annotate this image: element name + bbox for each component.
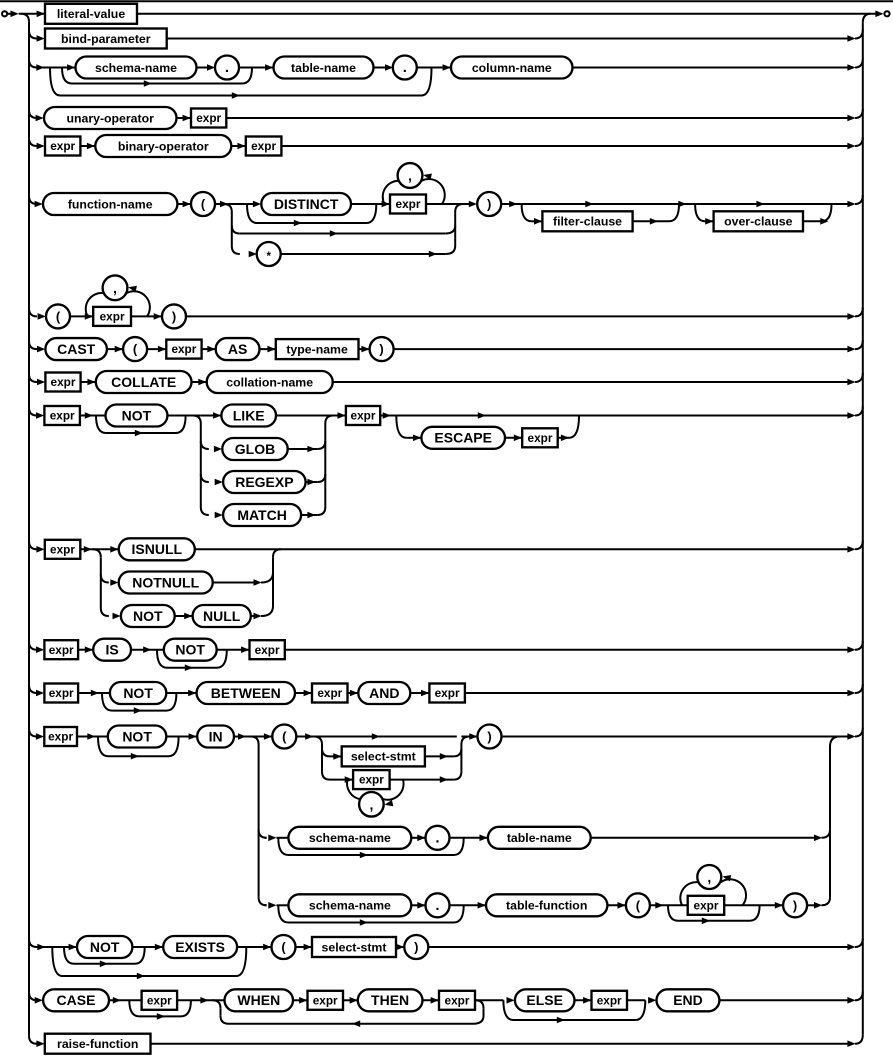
svg-text:expr: expr bbox=[100, 310, 125, 324]
svg-text:expr: expr bbox=[50, 542, 75, 556]
svg-text:): ) bbox=[414, 940, 418, 955]
svg-text:MATCH: MATCH bbox=[237, 507, 287, 523]
svg-text:): ) bbox=[379, 342, 383, 357]
svg-text:,: , bbox=[113, 280, 117, 296]
svg-text:literal-value: literal-value bbox=[57, 7, 126, 21]
svg-text:ISNULL: ISNULL bbox=[132, 541, 183, 557]
svg-text:schema-name: schema-name bbox=[95, 61, 177, 75]
svg-text:.: . bbox=[403, 59, 407, 76]
svg-text:(: ( bbox=[56, 309, 61, 324]
svg-text:GLOB: GLOB bbox=[235, 441, 275, 457]
svg-text:collation-name: collation-name bbox=[226, 375, 313, 389]
svg-text:NOT: NOT bbox=[90, 939, 120, 955]
svg-text:): ) bbox=[172, 309, 176, 324]
svg-text:ELSE: ELSE bbox=[526, 992, 563, 1008]
svg-text:): ) bbox=[793, 898, 797, 913]
svg-text:(: ( bbox=[282, 729, 287, 744]
svg-text:(: ( bbox=[201, 197, 206, 212]
svg-text:AS: AS bbox=[228, 341, 247, 357]
svg-text:select-stmt: select-stmt bbox=[322, 940, 387, 954]
svg-text:THEN: THEN bbox=[371, 992, 409, 1008]
svg-text:NOT: NOT bbox=[123, 685, 153, 701]
svg-text:NOT: NOT bbox=[122, 407, 152, 423]
svg-text:expr: expr bbox=[50, 139, 75, 153]
svg-text:DISTINCT: DISTINCT bbox=[274, 196, 339, 212]
svg-text:expr: expr bbox=[50, 409, 75, 423]
svg-text:over-clause: over-clause bbox=[724, 215, 793, 229]
svg-text:*: * bbox=[266, 251, 271, 263]
svg-text:(: ( bbox=[281, 940, 286, 955]
svg-text:expr: expr bbox=[51, 375, 76, 389]
svg-text:raise-function: raise-function bbox=[57, 1037, 138, 1051]
svg-text:WHEN: WHEN bbox=[237, 992, 280, 1008]
svg-text:CASE: CASE bbox=[57, 992, 96, 1008]
svg-text:REGEXP: REGEXP bbox=[235, 474, 293, 490]
svg-text:BETWEEN: BETWEEN bbox=[211, 685, 281, 701]
svg-text:NULL: NULL bbox=[203, 608, 241, 624]
svg-text:.: . bbox=[435, 830, 439, 847]
svg-text:table-function: table-function bbox=[506, 899, 587, 913]
svg-text:bind-parameter: bind-parameter bbox=[61, 32, 151, 46]
svg-text:expr: expr bbox=[147, 993, 172, 1007]
svg-text:,: , bbox=[408, 168, 412, 184]
svg-text:schema-name: schema-name bbox=[309, 831, 391, 845]
svg-text:NOTNULL: NOTNULL bbox=[132, 574, 199, 590]
svg-text:CAST: CAST bbox=[57, 341, 96, 357]
svg-text:): ) bbox=[487, 729, 491, 744]
svg-text:NOT: NOT bbox=[122, 728, 152, 744]
svg-text:select-stmt: select-stmt bbox=[351, 750, 416, 764]
svg-text:expr: expr bbox=[317, 686, 342, 700]
svg-text:unary-operator: unary-operator bbox=[66, 111, 154, 125]
svg-text:binary-operator: binary-operator bbox=[118, 139, 209, 153]
svg-text:(: ( bbox=[636, 898, 641, 913]
svg-text:expr: expr bbox=[48, 730, 73, 744]
svg-text:table-name: table-name bbox=[291, 61, 356, 75]
svg-text:table-name: table-name bbox=[507, 831, 572, 845]
svg-text:type-name: type-name bbox=[286, 342, 348, 356]
svg-text:expr: expr bbox=[49, 686, 74, 700]
svg-text:EXISTS: EXISTS bbox=[175, 939, 225, 955]
svg-text:expr: expr bbox=[251, 139, 276, 153]
svg-text:NOT: NOT bbox=[175, 642, 205, 658]
svg-text:expr: expr bbox=[435, 686, 460, 700]
svg-text:.: . bbox=[435, 897, 439, 914]
svg-text:expr: expr bbox=[49, 643, 74, 657]
svg-text:expr: expr bbox=[255, 643, 280, 657]
svg-text:expr: expr bbox=[528, 431, 553, 445]
svg-text:expr: expr bbox=[694, 898, 719, 912]
svg-text:AND: AND bbox=[369, 685, 399, 701]
svg-text:expr: expr bbox=[196, 111, 221, 125]
svg-text:expr: expr bbox=[359, 773, 384, 787]
svg-text:COLLATE: COLLATE bbox=[111, 374, 176, 390]
svg-text:): ) bbox=[487, 197, 491, 212]
svg-text:schema-name: schema-name bbox=[309, 899, 391, 913]
svg-text:NOT: NOT bbox=[133, 608, 163, 624]
svg-text:LIKE: LIKE bbox=[233, 407, 265, 423]
svg-text:.: . bbox=[225, 59, 229, 76]
svg-text:,: , bbox=[369, 796, 373, 812]
svg-text:expr: expr bbox=[171, 342, 196, 356]
svg-text:filter-clause: filter-clause bbox=[553, 215, 622, 229]
svg-text:IN: IN bbox=[209, 728, 223, 744]
svg-text:,: , bbox=[707, 869, 711, 885]
svg-text:function-name: function-name bbox=[68, 197, 153, 211]
svg-text:IS: IS bbox=[105, 642, 118, 658]
svg-text:expr: expr bbox=[597, 993, 622, 1007]
svg-text:ESCAPE: ESCAPE bbox=[434, 430, 492, 446]
svg-text:END: END bbox=[673, 992, 703, 1008]
svg-text:expr: expr bbox=[445, 993, 470, 1007]
svg-text:expr: expr bbox=[396, 197, 421, 211]
svg-text:column-name: column-name bbox=[472, 61, 552, 75]
svg-text:(: ( bbox=[133, 342, 138, 357]
svg-text:expr: expr bbox=[313, 993, 338, 1007]
svg-text:expr: expr bbox=[351, 409, 376, 423]
